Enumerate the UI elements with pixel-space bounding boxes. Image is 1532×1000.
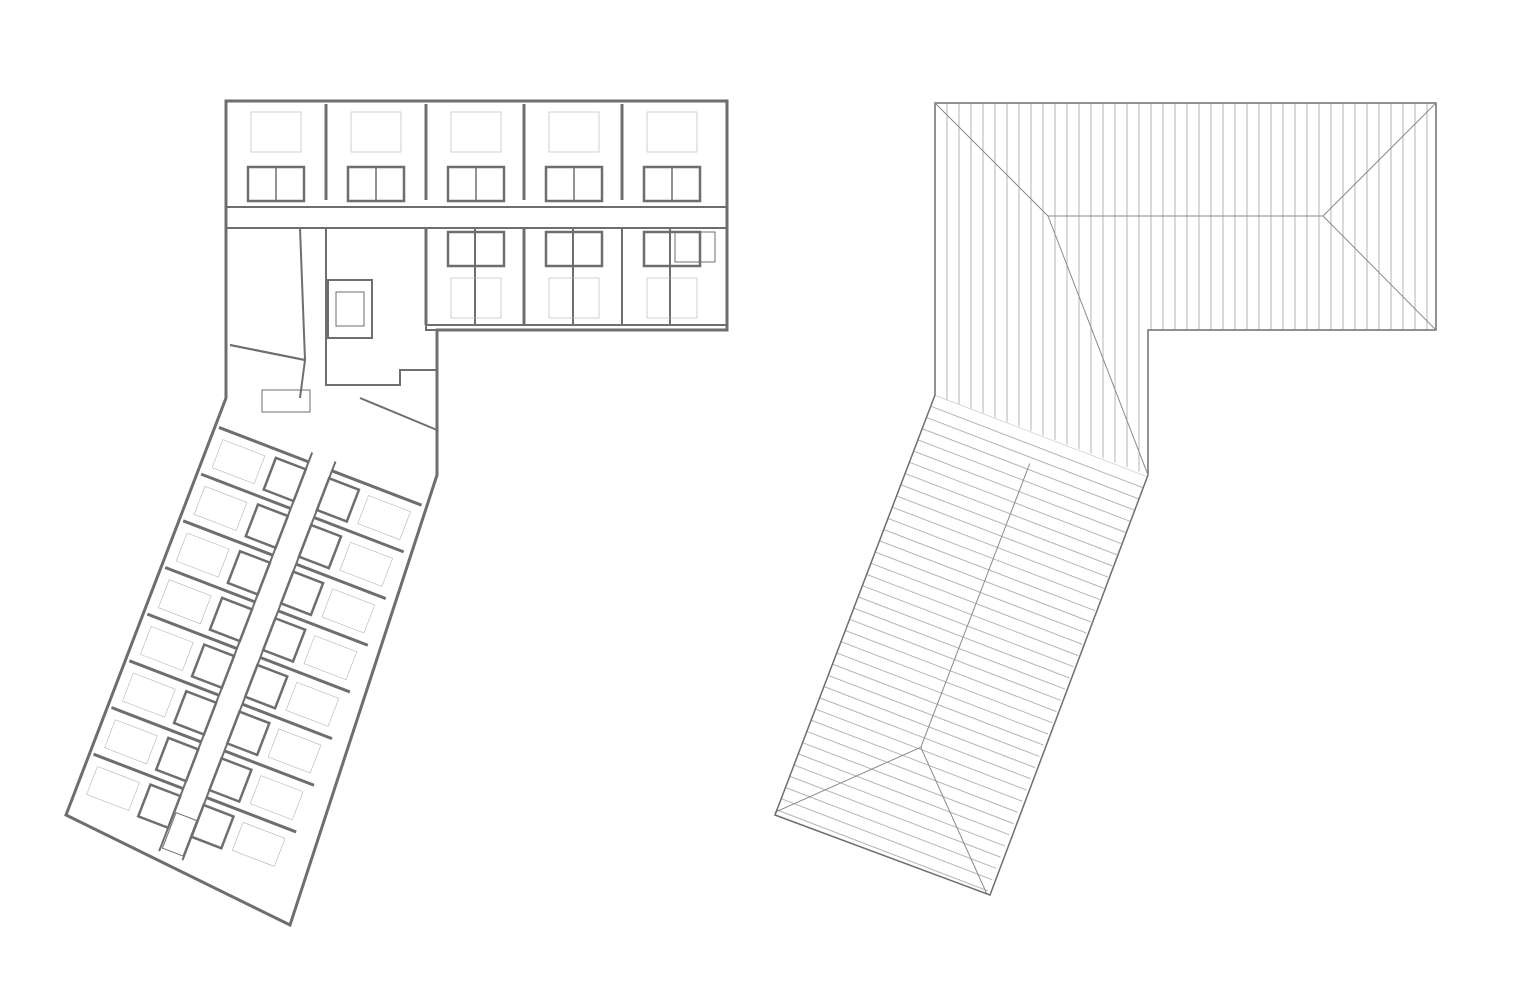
bed bbox=[86, 766, 140, 811]
bed bbox=[321, 588, 376, 634]
bathroom bbox=[189, 803, 236, 850]
room-divider bbox=[223, 749, 315, 787]
bed bbox=[267, 728, 322, 774]
room-divider bbox=[295, 562, 387, 600]
bed bbox=[193, 485, 248, 531]
bathroom bbox=[208, 596, 254, 643]
bathroom bbox=[154, 736, 200, 783]
bed bbox=[285, 681, 340, 727]
room-divider bbox=[313, 516, 405, 554]
roof-hatch-line bbox=[930, 405, 1143, 489]
roof-hatch-line bbox=[801, 741, 1014, 825]
roof-plan bbox=[774, 102, 1437, 896]
bathroom bbox=[226, 549, 272, 597]
roof-ridge bbox=[920, 463, 1031, 748]
roof-ridges bbox=[934, 102, 1437, 476]
corridor-wall bbox=[181, 461, 337, 861]
room-divider bbox=[200, 472, 292, 510]
roof-hatch-line bbox=[823, 685, 1036, 769]
roof-hatch-line bbox=[921, 428, 1135, 511]
bathroom bbox=[207, 756, 254, 804]
bed bbox=[140, 625, 194, 671]
room-divider bbox=[259, 656, 351, 694]
room-divider bbox=[110, 706, 202, 744]
room-divider bbox=[182, 519, 274, 557]
room-divider bbox=[331, 469, 423, 507]
roof-hatch-line bbox=[810, 719, 1023, 802]
bed bbox=[357, 495, 411, 541]
bed bbox=[350, 111, 402, 153]
stair bbox=[674, 231, 716, 263]
bathroom bbox=[190, 642, 236, 690]
room-divider bbox=[205, 796, 297, 834]
roof-hatch-line bbox=[866, 573, 1079, 657]
bathroom bbox=[136, 782, 182, 830]
bed bbox=[646, 277, 698, 319]
bathroom bbox=[225, 710, 271, 757]
roof-hatch-line bbox=[926, 416, 1139, 500]
bathroom bbox=[243, 663, 289, 710]
floor-plan bbox=[64, 99, 729, 928]
bed bbox=[104, 719, 158, 765]
room-divider bbox=[164, 566, 256, 604]
bed bbox=[211, 439, 266, 485]
bathroom bbox=[244, 502, 290, 550]
angled-wing bbox=[86, 426, 423, 867]
room-divider bbox=[277, 609, 369, 647]
bed bbox=[548, 111, 600, 153]
roof-hatch-line bbox=[797, 753, 1010, 836]
top-wing bbox=[226, 104, 727, 326]
bed bbox=[339, 541, 393, 587]
bed bbox=[175, 532, 230, 578]
roof-hatch-line bbox=[775, 809, 988, 892]
roof-hatch-line bbox=[814, 708, 1027, 791]
bed bbox=[646, 111, 698, 153]
room-divider bbox=[128, 659, 220, 697]
bathroom bbox=[446, 230, 506, 268]
bed bbox=[450, 277, 502, 319]
bathroom bbox=[315, 476, 361, 524]
bed bbox=[450, 111, 502, 153]
bathroom bbox=[279, 570, 325, 617]
roof-hatch-line bbox=[878, 540, 1092, 623]
floor-plan-outline bbox=[64, 99, 729, 928]
bed bbox=[548, 277, 600, 319]
bathroom bbox=[172, 689, 218, 737]
bathroom bbox=[262, 456, 308, 503]
room-divider bbox=[146, 612, 238, 650]
bed bbox=[249, 775, 304, 821]
roof-hatch-line bbox=[788, 775, 1001, 858]
bathroom bbox=[544, 230, 604, 268]
room-divider bbox=[218, 426, 310, 464]
bathroom bbox=[642, 230, 702, 268]
stair bbox=[161, 812, 198, 857]
roof-hip bbox=[774, 746, 922, 813]
central-core bbox=[229, 227, 438, 475]
roof-hatch-line bbox=[784, 786, 997, 869]
room-divider bbox=[241, 702, 333, 741]
bed bbox=[303, 635, 358, 681]
bathroom bbox=[261, 616, 307, 664]
bed bbox=[122, 672, 176, 718]
bed bbox=[157, 579, 212, 625]
roof-hatch-line bbox=[805, 730, 1019, 813]
bathroom bbox=[297, 523, 343, 570]
roof-hatch-line bbox=[780, 797, 993, 881]
roof-hatch-line bbox=[792, 764, 1006, 847]
bed bbox=[250, 111, 302, 153]
bed bbox=[231, 821, 286, 867]
roof-hatch-line bbox=[818, 697, 1031, 780]
room-divider bbox=[93, 752, 184, 790]
roof-hip bbox=[920, 747, 988, 894]
